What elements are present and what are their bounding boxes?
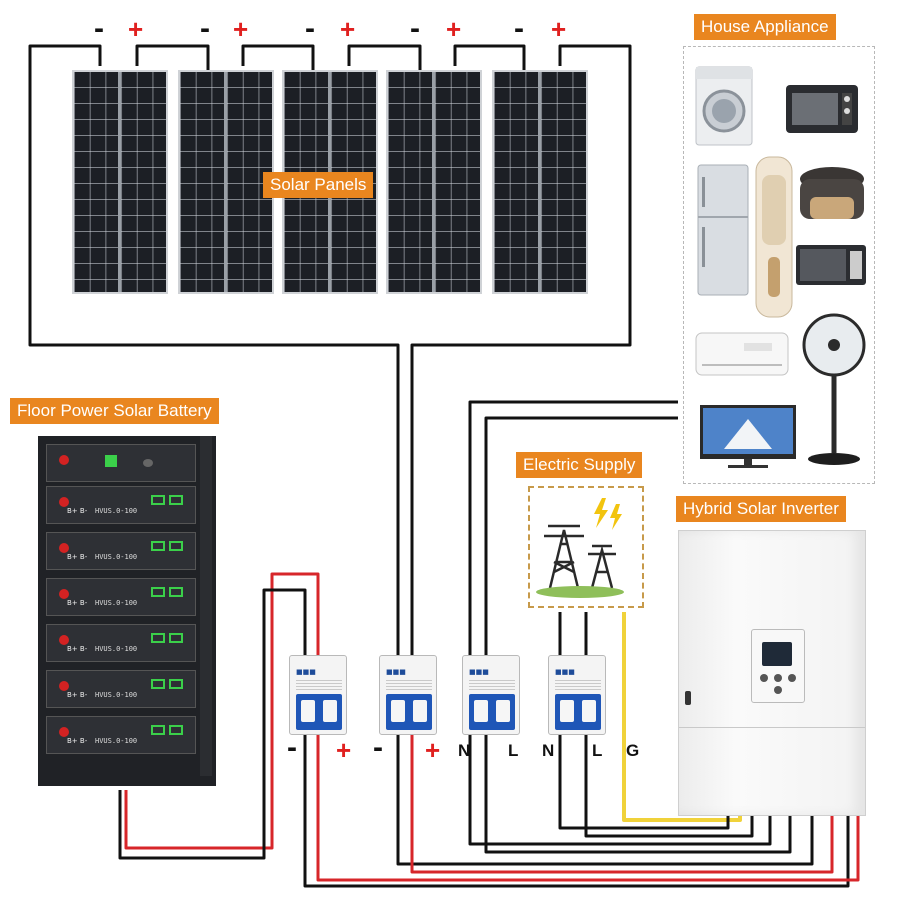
- load-neutral-terminal-label: N: [458, 742, 470, 759]
- panel-negative-mark: -: [94, 14, 104, 44]
- dc-battery-breaker: ■■■: [289, 655, 347, 735]
- panel-positive-mark: +: [128, 16, 143, 42]
- appliance-icons: [684, 47, 874, 483]
- wall-air-conditioner-icon: [696, 333, 788, 375]
- ground-terminal-label: G: [626, 742, 639, 759]
- battery-negative-terminal-label: -: [287, 733, 297, 763]
- tower-air-conditioner-icon: [756, 157, 792, 317]
- panel-series-wire: [243, 46, 313, 70]
- electric-supply-label: Electric Supply: [516, 452, 642, 478]
- house-appliance-box: [683, 46, 875, 484]
- battery-positive-terminal-label: +: [336, 737, 351, 763]
- battery-module: B+ B- HVUS.0-100: [46, 670, 196, 708]
- battery-label: Floor Power Solar Battery: [10, 398, 219, 424]
- panel-positive-mark: +: [233, 16, 248, 42]
- battery-module: B+ B- HVUS.0-100: [46, 532, 196, 570]
- panel-series-wire: [455, 46, 524, 70]
- panel-positive-mark: +: [340, 16, 355, 42]
- transmission-tower-icon: [530, 488, 642, 606]
- ac-load-breaker: ■■■: [462, 655, 520, 735]
- inverter-label: Hybrid Solar Inverter: [676, 496, 846, 522]
- dc-solar-breaker: ■■■: [379, 655, 437, 735]
- solar-panels-label: Solar Panels: [263, 172, 373, 198]
- solar-panel: [492, 70, 588, 294]
- solar-panel: [386, 70, 482, 294]
- ac-grid-breaker: ■■■: [548, 655, 606, 735]
- battery-module: B+ B- HVUS.0-100: [46, 624, 196, 662]
- battery-rack: B+ B- HVUS.0-100 B+ B- HVUS.0-100 B+ B- …: [38, 436, 216, 786]
- washing-machine-icon: [696, 67, 752, 145]
- hybrid-inverter: [678, 530, 866, 816]
- panel-negative-mark: -: [410, 14, 420, 44]
- battery-module: B+ B- HVUS.0-100: [46, 486, 196, 524]
- solar-positive-terminal-label: +: [425, 737, 440, 763]
- house-appliance-label: House Appliance: [694, 14, 836, 40]
- grid-neutral-terminal-label: N: [542, 742, 554, 759]
- stand-fan-icon: [804, 315, 864, 465]
- panel-series-wire: [349, 46, 420, 70]
- electric-supply-box: [528, 486, 644, 608]
- rice-cooker-icon: [800, 167, 864, 219]
- panel-negative-mark: -: [200, 14, 210, 44]
- panel-series-wire: [137, 46, 208, 70]
- grid-line-terminal-label: L: [592, 742, 602, 759]
- microwave-icon: [796, 245, 866, 285]
- panel-negative-mark: -: [514, 14, 524, 44]
- panel-positive-mark: +: [551, 16, 566, 42]
- battery-control-module: [46, 444, 196, 482]
- television-icon: [700, 405, 796, 468]
- refrigerator-icon: [698, 165, 748, 295]
- battery-module: B+ B- HVUS.0-100: [46, 716, 196, 754]
- load-line-terminal-label: L: [508, 742, 518, 759]
- solar-panel: [72, 70, 168, 294]
- solar-panel: [178, 70, 274, 294]
- solar-negative-terminal-label: -: [373, 733, 383, 763]
- panel-positive-mark: +: [446, 16, 461, 42]
- panel-negative-mark: -: [305, 14, 315, 44]
- inverter-display-panel: [751, 629, 805, 703]
- toaster-oven-icon: [786, 85, 858, 133]
- battery-module: B+ B- HVUS.0-100: [46, 578, 196, 616]
